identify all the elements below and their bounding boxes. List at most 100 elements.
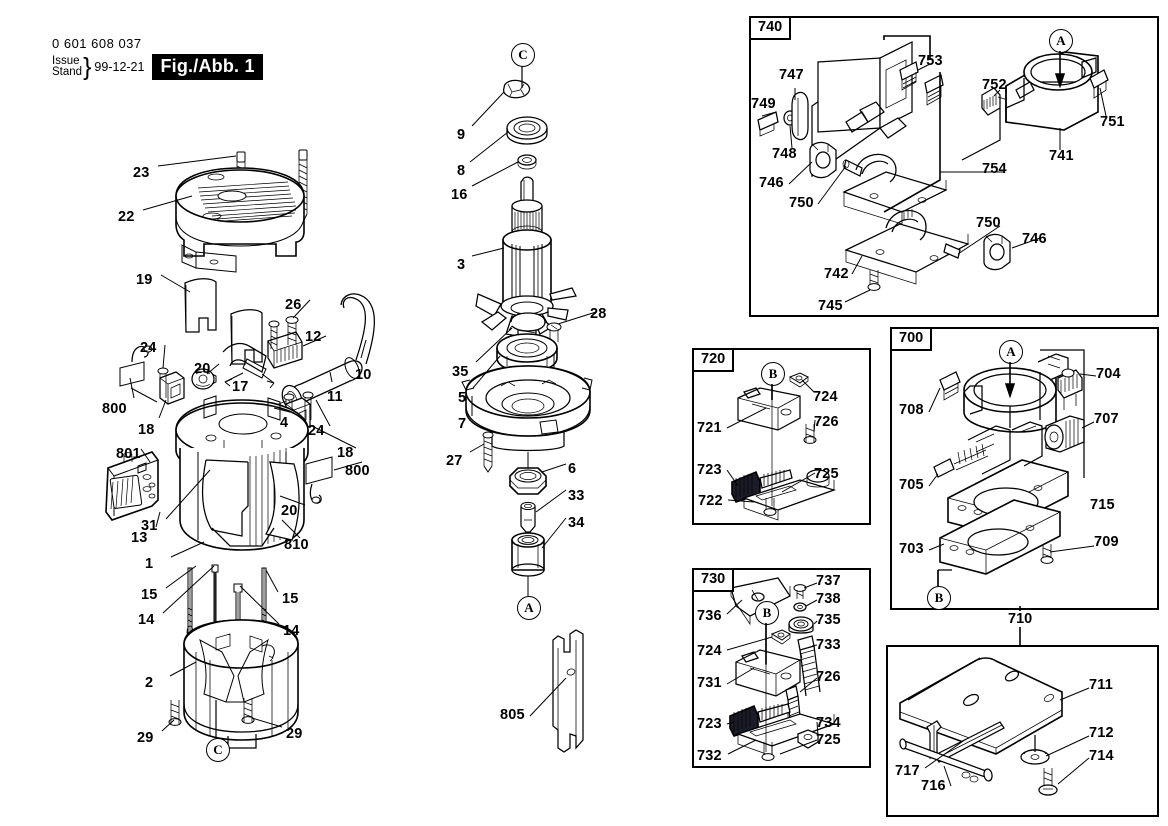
callout-724: 724 <box>813 389 838 405</box>
callout-714: 714 <box>1089 748 1114 764</box>
callout-741: 741 <box>1049 148 1074 164</box>
callout-738: 738 <box>816 591 841 607</box>
callout-31: 31 <box>141 518 158 534</box>
art-wrench-805 <box>552 629 584 753</box>
art-motor-cover <box>175 149 308 273</box>
art-brush-right <box>261 391 333 504</box>
group-box-720: 720 <box>692 348 871 525</box>
callout-703: 703 <box>899 541 924 557</box>
ref-letter-b-730: B <box>755 601 779 625</box>
callout-745: 745 <box>818 298 843 314</box>
callout-753: 753 <box>918 53 943 69</box>
group-box-720-tag: 720 <box>692 348 735 372</box>
callout-20-a: 20 <box>194 361 211 377</box>
callout-726: 726 <box>814 414 839 430</box>
callout-801: 801 <box>116 446 141 462</box>
callout-35: 35 <box>452 364 469 380</box>
callout-750-a: 750 <box>789 195 814 211</box>
callout-725: 725 <box>814 466 839 482</box>
callout-28: 28 <box>590 306 607 322</box>
callout-13: 13 <box>131 530 148 546</box>
callout-18-b: 18 <box>337 445 354 461</box>
callout-22: 22 <box>118 209 135 225</box>
ref-letter-a-700: A <box>999 340 1023 364</box>
callout-5: 5 <box>458 390 467 406</box>
art-screws-29 <box>168 698 255 726</box>
callout-707: 707 <box>1094 411 1119 427</box>
callout-735: 735 <box>816 612 841 628</box>
callout-742: 742 <box>824 266 849 282</box>
issue-label: Issue <box>52 54 80 67</box>
callout-16: 16 <box>451 187 468 203</box>
callout-1: 1 <box>145 556 154 572</box>
art-collet-group <box>509 452 547 596</box>
callout-721: 721 <box>697 420 722 436</box>
callout-709: 709 <box>1094 534 1119 550</box>
callout-19: 19 <box>136 272 153 288</box>
ref-letter-c-top: C <box>511 43 535 67</box>
figure-badge: Fig./Abb. 1 <box>152 54 263 80</box>
callout-752: 752 <box>982 77 1007 93</box>
callout-747: 747 <box>779 67 804 83</box>
callout-11: 11 <box>327 389 343 405</box>
callout-23: 23 <box>133 165 150 181</box>
callout-26: 26 <box>285 297 302 313</box>
callout-724-b: 724 <box>697 643 722 659</box>
callout-715: 715 <box>1090 497 1115 513</box>
callout-750-b: 750 <box>976 215 1001 231</box>
group-box-740: 740 <box>749 16 1159 317</box>
art-armature <box>475 79 577 349</box>
callout-708: 708 <box>899 402 924 418</box>
callout-34: 34 <box>568 515 585 531</box>
callout-736: 736 <box>697 608 722 624</box>
stand-label: Stand <box>52 66 83 78</box>
callout-9: 9 <box>457 127 466 143</box>
callout-17: 17 <box>232 379 249 395</box>
art-stator <box>183 619 299 749</box>
callout-14-a: 14 <box>138 612 155 628</box>
callout-29-a: 29 <box>137 730 154 746</box>
callout-20-b: 20 <box>281 503 298 519</box>
callout-18-a: 18 <box>138 422 155 438</box>
group-box-710 <box>886 645 1159 817</box>
art-brush-covers <box>184 278 263 365</box>
ref-letter-b-720: B <box>761 362 785 386</box>
title-block: 0 601 608 037 Issue Stand } 99-12-21 Fig… <box>52 36 263 80</box>
callout-800-b: 800 <box>345 463 370 479</box>
callout-746-b: 746 <box>1022 231 1047 247</box>
callout-14-b: 14 <box>283 623 300 639</box>
part-number: 0 601 608 037 <box>52 36 142 51</box>
callout-746-a: 746 <box>759 175 784 191</box>
callout-726-b: 726 <box>816 669 841 685</box>
callout-731: 731 <box>697 675 722 691</box>
callout-705: 705 <box>899 477 924 493</box>
art-brush-springs <box>186 564 268 647</box>
callout-27: 27 <box>446 453 463 469</box>
callout-737: 737 <box>816 573 841 589</box>
group-box-700: 700 <box>890 327 1159 610</box>
art-cable-handle <box>244 293 375 427</box>
callout-7: 7 <box>458 416 467 432</box>
issue-date: 99-12-21 <box>94 60 145 74</box>
callout-722: 722 <box>698 493 723 509</box>
callout-33: 33 <box>568 488 585 504</box>
group-box-730-tag: 730 <box>692 568 735 592</box>
group-box-740-tag: 740 <box>749 16 792 40</box>
callout-3: 3 <box>457 257 466 273</box>
art-lower-bearing <box>461 312 593 473</box>
callout-723-b: 723 <box>697 716 722 732</box>
ref-letter-b-700: B <box>927 586 951 610</box>
callout-805: 805 <box>500 707 525 723</box>
callout-733: 733 <box>816 637 841 653</box>
group-box-700-tag: 700 <box>890 327 933 351</box>
callout-732: 732 <box>697 748 722 764</box>
callout-704: 704 <box>1096 366 1121 382</box>
callout-749: 749 <box>751 96 776 112</box>
callout-717: 717 <box>895 763 920 779</box>
art-switch <box>105 451 159 521</box>
callout-751: 751 <box>1100 114 1125 130</box>
brace-glyph: } <box>83 52 92 81</box>
callout-712: 712 <box>1089 725 1114 741</box>
callout-4: 4 <box>280 415 289 431</box>
